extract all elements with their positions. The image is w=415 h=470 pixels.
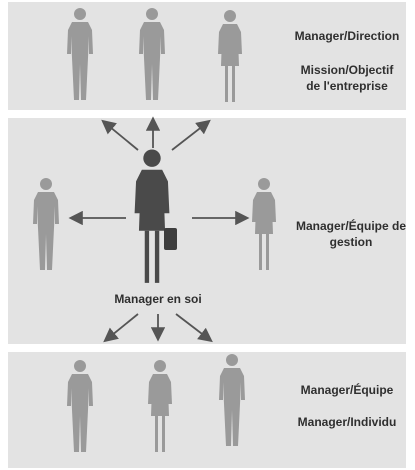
label-mission-line2: de l'entreprise [306, 79, 388, 93]
manager-figure-icon [134, 149, 170, 283]
briefcase-icon [164, 228, 177, 250]
person-silhouette-icon [218, 10, 242, 102]
label-management-team-line2: gestion [329, 235, 373, 249]
arrow-icon [171, 119, 211, 151]
person-silhouette-icon [67, 360, 93, 452]
arrow-icon [103, 313, 139, 343]
person-silhouette-icon [139, 8, 165, 100]
person-silhouette-icon [219, 354, 245, 446]
person-silhouette-icon [33, 178, 59, 270]
label-manager-individual: Manager/Individu [297, 415, 397, 429]
person-silhouette-icon [252, 178, 276, 270]
person-silhouette-icon [148, 360, 172, 452]
arrow-icon [175, 313, 213, 343]
label-manager-direction: Manager/Direction [294, 29, 400, 43]
band-management-team [8, 118, 406, 344]
label-mission-line1: Mission/Objectif [300, 63, 394, 77]
label-manager-team: Manager/Équipe [300, 383, 394, 397]
label-management-team-line1: Manager/Équipe de [295, 219, 407, 233]
arrow-icon [101, 119, 139, 151]
label-manager-self: Manager en soi [114, 292, 202, 306]
person-silhouette-icon [67, 8, 93, 100]
